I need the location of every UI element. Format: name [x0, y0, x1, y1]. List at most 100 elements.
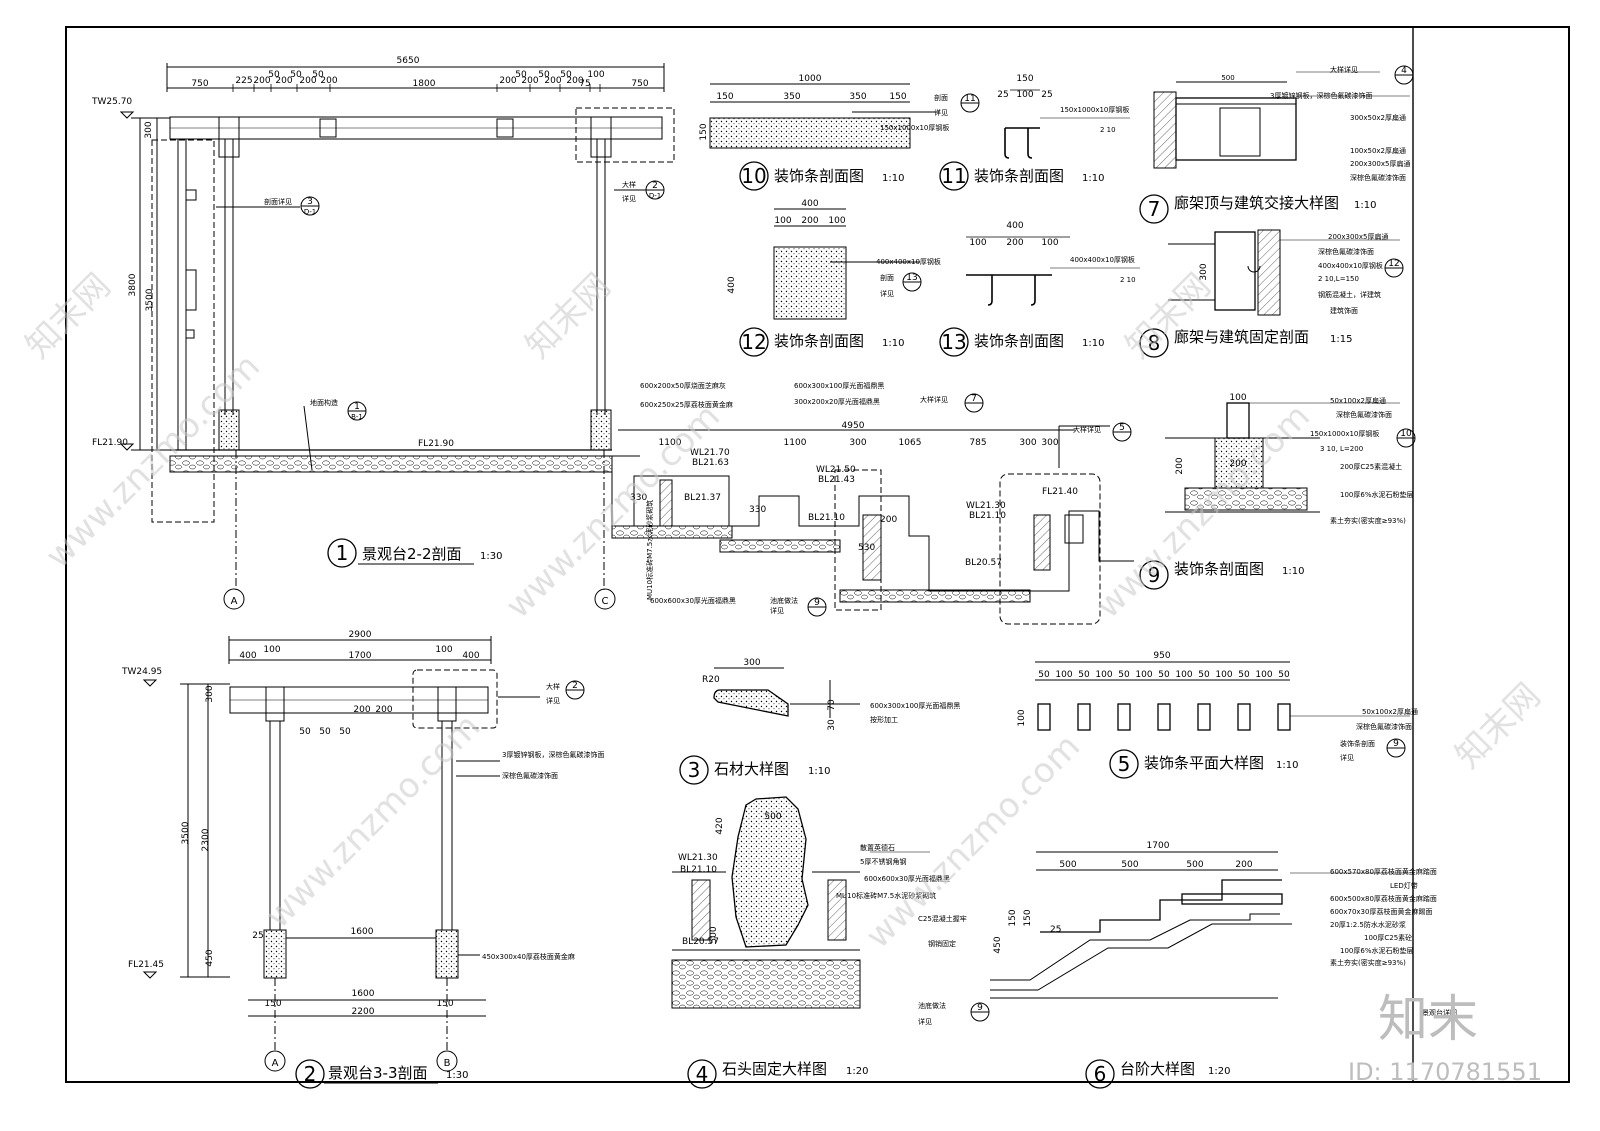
svg-text:WL21.50: WL21.50 [816, 465, 856, 475]
view12-ref [902, 272, 922, 292]
svg-text:廊架与建筑固定剖面: 廊架与建筑固定剖面 [1174, 328, 1309, 346]
svg-text:100: 100 [1041, 238, 1058, 248]
svg-text:50: 50 [538, 70, 550, 80]
svg-text:25: 25 [997, 90, 1008, 100]
svg-text:2 10: 2 10 [1100, 126, 1116, 134]
svg-text:1:10: 1:10 [882, 173, 904, 184]
svg-text:150x1000x10厚钢板: 150x1000x10厚钢板 [1060, 105, 1129, 114]
view13-detail [939, 236, 1140, 357]
svg-text:25: 25 [1041, 90, 1052, 100]
svg-text:150: 150 [264, 999, 281, 1009]
svg-text:1:10: 1:10 [1282, 566, 1304, 577]
svg-text:4: 4 [1401, 66, 1407, 76]
svg-text:台阶大样图: 台阶大样图 [1120, 1060, 1195, 1078]
svg-text:50: 50 [1198, 670, 1210, 680]
svg-text:8: 8 [1148, 331, 1161, 355]
svg-text:30: 30 [827, 719, 837, 731]
svg-text:2 10,L=150: 2 10,L=150 [1318, 275, 1359, 283]
svg-text:10: 10 [741, 164, 766, 188]
svg-text:9: 9 [814, 598, 820, 608]
title-block-label: 景观台详图 [1422, 1008, 1457, 1017]
svg-text:350: 350 [783, 92, 800, 102]
svg-text:200x300x5厚扁通: 200x300x5厚扁通 [1350, 159, 1410, 168]
svg-text:7: 7 [1148, 197, 1161, 221]
svg-text:BL21.63: BL21.63 [692, 458, 729, 468]
view6-text: 1700 500 500 500 200 450 150 150 25 600x… [993, 841, 1437, 1086]
svg-text:300: 300 [743, 658, 760, 668]
svg-text:C: C [602, 596, 609, 607]
view2-dim-text: 2900 400 100 1700 100 400 50 50 50 200 2… [121, 630, 604, 1017]
svg-text:B-1: B-1 [351, 413, 363, 421]
svg-text:50: 50 [1278, 670, 1290, 680]
svg-text:50: 50 [299, 727, 311, 737]
svg-text:300: 300 [144, 121, 154, 138]
svg-text:TW25.70: TW25.70 [91, 97, 132, 107]
view6-detail [990, 851, 1410, 1089]
svg-text:13: 13 [941, 330, 966, 354]
svg-text:400: 400 [1006, 221, 1023, 231]
svg-text:400x400x10厚钢板: 400x400x10厚钢板 [876, 257, 941, 266]
svg-text:200: 200 [499, 76, 516, 86]
svg-text:1: 1 [354, 402, 360, 412]
svg-text:4: 4 [696, 1062, 709, 1086]
view7-text: 500 大样详见 4 3厚镀锌钢板，深棕色氟碳漆饰面 300x50x2厚扁通 1… [1148, 65, 1411, 221]
svg-text:1:10: 1:10 [1276, 760, 1298, 771]
svg-text:600x300x100厚光面福鼎黑: 600x300x100厚光面福鼎黑 [794, 381, 884, 390]
svg-text:50: 50 [290, 70, 302, 80]
svg-text:300: 300 [1019, 438, 1036, 448]
svg-text:3: 3 [688, 758, 701, 782]
svg-text:200: 200 [320, 76, 337, 86]
svg-text:100: 100 [1016, 90, 1033, 100]
svg-text:D-1: D-1 [649, 192, 661, 200]
svg-text:500: 500 [709, 926, 719, 943]
view10-ref [960, 93, 980, 113]
svg-text:2200: 2200 [352, 1007, 375, 1017]
pool-section [610, 425, 1134, 625]
svg-text:MU10标准砖M7.5水泥砂浆砌筑: MU10标准砖M7.5水泥砂浆砌筑 [836, 891, 936, 900]
svg-text:R20: R20 [702, 675, 720, 685]
svg-text:9: 9 [1148, 563, 1161, 587]
svg-text:装饰条剖面图: 装饰条剖面图 [974, 167, 1064, 185]
svg-text:1600: 1600 [351, 927, 374, 937]
svg-text:石头固定大样图: 石头固定大样图 [722, 1060, 827, 1078]
svg-text:WL21.30: WL21.30 [678, 853, 718, 863]
svg-text:1700: 1700 [1147, 841, 1170, 851]
svg-text:大样详见: 大样详见 [1073, 425, 1101, 434]
svg-text:详见: 详见 [880, 289, 894, 298]
view13-text: 400 100 200 100 400x400x10厚钢板 2 10 13 装饰… [941, 221, 1135, 354]
svg-text:1000: 1000 [799, 74, 822, 84]
svg-text:详见: 详见 [770, 606, 784, 615]
view9-detail [1139, 402, 1416, 590]
svg-text:1:30: 1:30 [480, 551, 502, 562]
image-id: ID: 1170781551 [1348, 1058, 1542, 1086]
svg-text:500: 500 [764, 812, 781, 822]
svg-text:7: 7 [971, 394, 977, 404]
svg-text:BL21.10: BL21.10 [969, 511, 1006, 521]
svg-text:200: 200 [566, 76, 583, 86]
svg-text:A: A [231, 596, 238, 607]
svg-text:300x200x20厚光面福鼎黑: 300x200x20厚光面福鼎黑 [794, 397, 880, 406]
svg-text:600x300x100厚光面福鼎黑: 600x300x100厚光面福鼎黑 [870, 701, 960, 710]
svg-text:1:20: 1:20 [846, 1066, 868, 1077]
view3-detail [679, 667, 860, 785]
svg-text:150: 150 [889, 92, 906, 102]
svg-text:装饰条剖面图: 装饰条剖面图 [774, 167, 864, 185]
svg-text:景观台2-2剖面: 景观台2-2剖面 [362, 545, 462, 563]
svg-text:5: 5 [1119, 423, 1125, 433]
svg-text:400x400x10厚钢板: 400x400x10厚钢板 [1318, 261, 1383, 270]
svg-text:深棕色氟碳漆饰面: 深棕色氟碳漆饰面 [1336, 410, 1392, 419]
svg-text:1:15: 1:15 [1330, 334, 1352, 345]
svg-text:深棕色氟碳漆饰面: 深棕色氟碳漆饰面 [1318, 247, 1374, 256]
view9-text: 100 200 200 50x100x2厚扁通 深棕色氟碳漆饰面 150x100… [1148, 393, 1414, 587]
svg-text:B: B [444, 1058, 451, 1069]
svg-text:100: 100 [263, 645, 280, 655]
view1-section-2-2 [119, 63, 675, 590]
svg-text:FL21.90: FL21.90 [418, 439, 454, 449]
svg-text:1: 1 [336, 541, 349, 565]
svg-text:2900: 2900 [349, 630, 372, 640]
svg-text:WL21.70: WL21.70 [690, 448, 730, 458]
svg-text:廊架顶与建筑交接大样图: 廊架顶与建筑交接大样图 [1174, 194, 1339, 212]
svg-text:BL21.10: BL21.10 [808, 513, 845, 523]
svg-text:20厚1:2.5防水水泥砂浆: 20厚1:2.5防水水泥砂浆 [1330, 920, 1406, 929]
pool-refs [807, 393, 1132, 617]
